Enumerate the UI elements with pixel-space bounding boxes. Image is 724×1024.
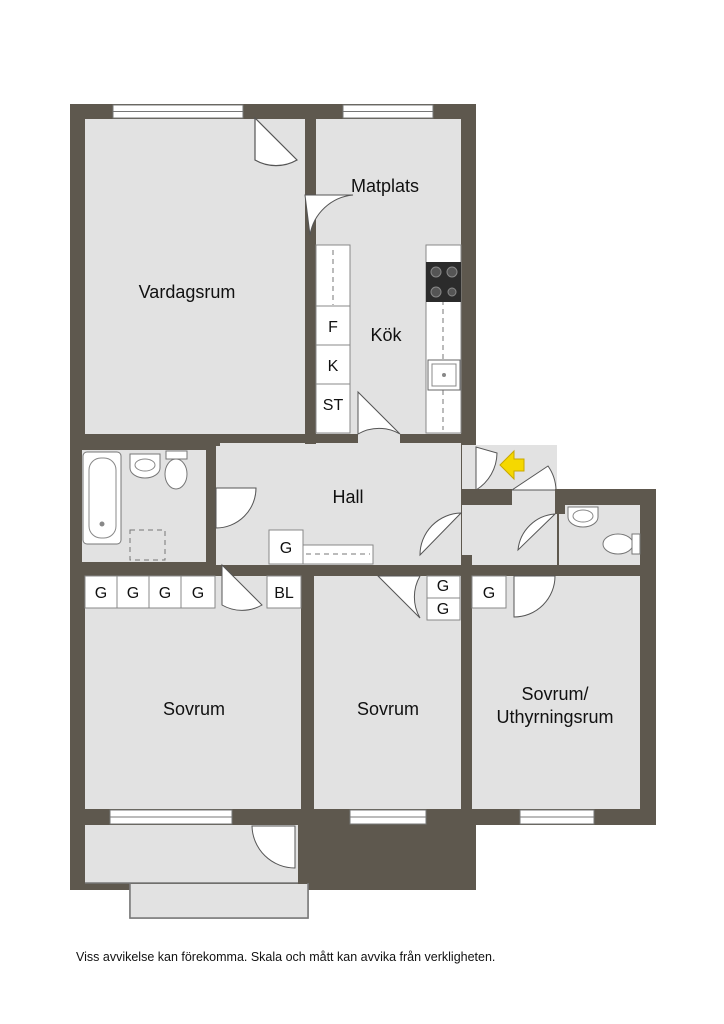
toilet-tank	[165, 450, 188, 460]
label-wardrobe-5: G	[437, 578, 449, 595]
label-wardrobe-3: G	[159, 585, 171, 602]
label-fridge: F	[328, 319, 338, 336]
wall-bath-right-lower	[206, 528, 216, 565]
wall-bath-bottom	[70, 562, 216, 576]
wall-living-kitchen-upper	[305, 104, 316, 194]
door-bathroom	[215, 487, 257, 529]
label-hall-wardrobe: G	[280, 540, 292, 557]
label-wardrobe-2: G	[127, 585, 139, 602]
windows	[109, 104, 595, 825]
wall-wc-bottom	[555, 565, 656, 576]
shower-area	[129, 529, 166, 561]
wall-living-kitchen-lower	[305, 236, 316, 444]
label-wardrobe-4: G	[192, 585, 204, 602]
entrance-arrow-icon	[499, 449, 525, 481]
door-wc	[517, 513, 557, 552]
label-sovrum-1: Sovrum	[163, 699, 225, 719]
wall-hall-top-right	[400, 434, 476, 443]
door-sovrum-1	[221, 563, 263, 611]
sovrum-1-floor	[85, 576, 301, 809]
wall-s2-s3	[461, 555, 472, 820]
wall-entrance-bottom	[462, 565, 514, 576]
label-freezer: K	[328, 358, 339, 375]
label-wardrobe-1: G	[95, 585, 107, 602]
wc-toilet-tank	[631, 533, 641, 555]
vardagsrum-floor	[85, 119, 305, 434]
label-wardrobe-6: G	[437, 601, 449, 618]
bathroom-fittings	[82, 450, 188, 561]
toilet-bowl	[164, 458, 188, 490]
disclaimer-text: Viss avvikelse kan förekomma. Skala och …	[76, 950, 496, 964]
wc-toilet-bowl	[602, 533, 634, 555]
door-balcony-top	[254, 116, 298, 167]
kitchen-fittings	[315, 244, 462, 434]
wall-hall-bottom-b	[420, 565, 462, 576]
door-kitchen	[357, 390, 401, 435]
balcony-railing	[85, 882, 309, 919]
wall-wc-top-right	[620, 489, 656, 505]
wall-s1-s2	[301, 576, 314, 816]
wc-fittings	[567, 506, 641, 555]
wall-bath-right-upper	[206, 443, 216, 488]
storage-units	[84, 529, 507, 621]
fixture-labels: F K ST G G G G G BL G G G	[95, 319, 495, 618]
wall-hall-bottom-a	[264, 565, 378, 576]
sovrum-3-floor	[472, 576, 640, 809]
room-labels: Vardagsrum Matplats Kök Hall Sovrum Sovr…	[139, 176, 614, 727]
label-sovrum-2: Sovrum	[357, 699, 419, 719]
floor-plan: Vardagsrum Matplats Kök Hall Sovrum Sovr…	[70, 104, 656, 919]
label-linen: BL	[274, 585, 294, 602]
wall-entrance-top	[462, 489, 512, 505]
label-hall: Hall	[332, 487, 363, 507]
door-sovrum-2	[376, 575, 421, 619]
door-entrance-inner	[419, 512, 463, 557]
label-kok: Kök	[370, 325, 402, 345]
label-wardrobe-7: G	[483, 585, 495, 602]
counter-left	[315, 244, 351, 434]
label-storage: ST	[323, 397, 344, 414]
label-matplats: Matplats	[351, 176, 419, 196]
label-sovrum-3-line2: Uthyrningsrum	[496, 707, 613, 727]
label-sovrum-3-line1: Sovrum/	[521, 684, 588, 704]
wall-hall-top-left	[283, 434, 358, 443]
door-sovrum-3	[513, 575, 556, 618]
doors	[215, 116, 557, 869]
door-vardagsrum-matplats	[304, 194, 354, 236]
label-vardagsrum: Vardagsrum	[139, 282, 236, 302]
door-balcony-bottom	[251, 825, 296, 869]
wall-wc-left	[555, 489, 565, 514]
interior-walls	[70, 104, 656, 820]
wall-bath-top	[70, 434, 220, 446]
